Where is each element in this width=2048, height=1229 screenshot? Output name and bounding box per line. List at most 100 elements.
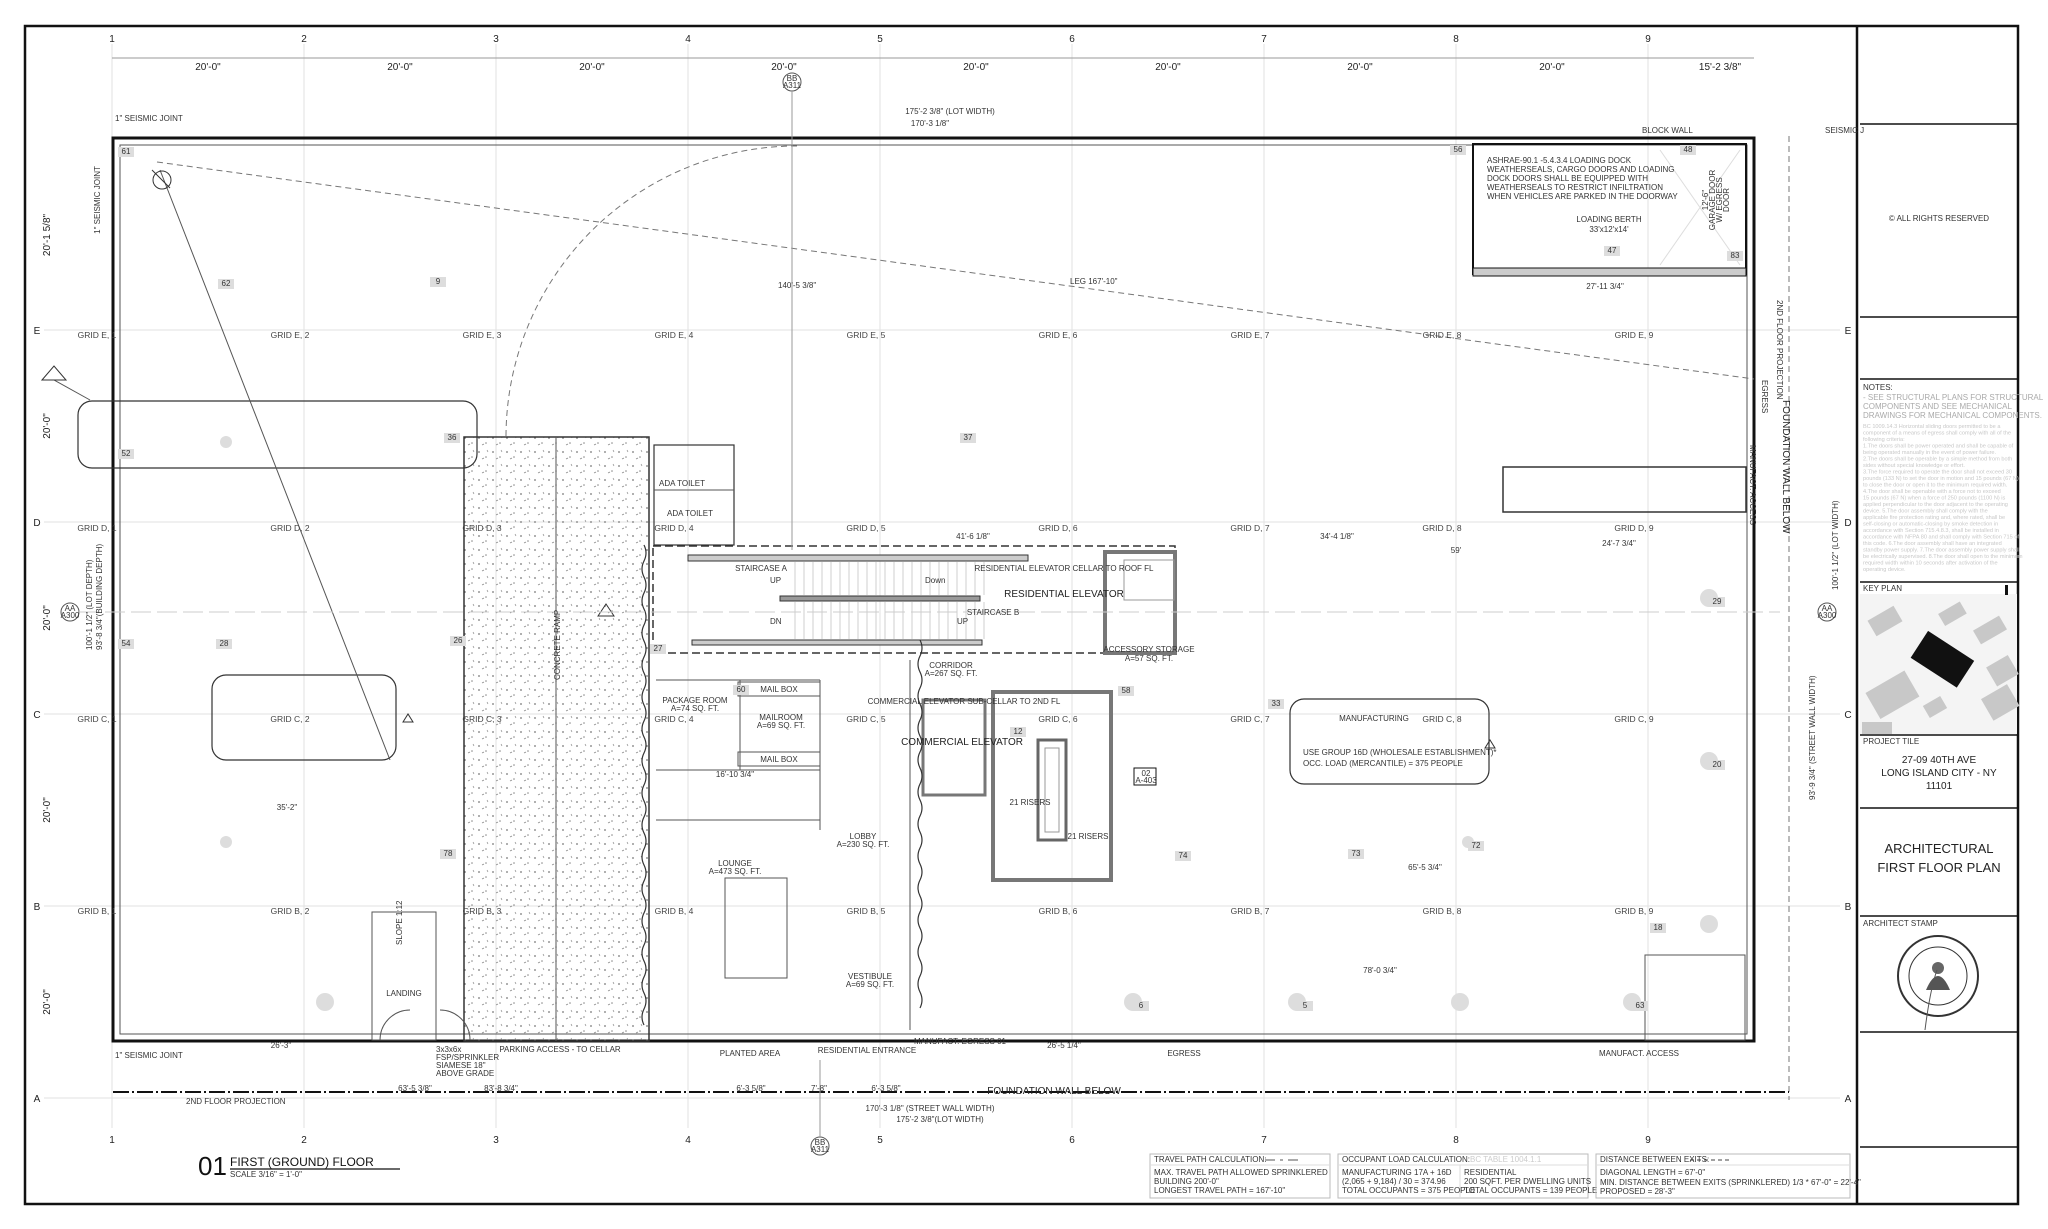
room-tag (1604, 246, 1620, 256)
key-plan-map (1860, 585, 2020, 734)
street-wall-bottom: 170'-3 1/8" (STREET WALL WIDTH) (866, 1104, 995, 1113)
grid-column-dimension: 20'-0" (1539, 62, 1565, 73)
siamese-note-line: SIAMESE 18" (436, 1061, 486, 1070)
package-room: PACKAGE ROOM (662, 696, 728, 705)
grid-cell-label: GRID E, 1 (78, 330, 117, 340)
revision-cloud (77, 400, 478, 469)
grid-cell-label: GRID B, 2 (271, 906, 310, 916)
loading-berth: LOADING BERTH (1576, 215, 1641, 224)
detail-ref (1133, 767, 1157, 786)
room-tag-number: 74 (1179, 851, 1188, 860)
egress-right: EGRESS (1760, 380, 1769, 413)
sheet-title-line: FIRST FLOOR PLAN (1877, 860, 2000, 875)
project-address-line: 11101 (1926, 781, 1953, 792)
sheet-title-line: ARCHITECTURAL (1884, 841, 1993, 856)
room-tag-number: 20 (1713, 760, 1722, 769)
grid-row-label: B (1845, 902, 1852, 913)
dim-26b: 26'-5 1/4" (1047, 1041, 1081, 1050)
notes-detail-line: standby power supply. 7.The door assembl… (1863, 548, 2020, 554)
manufact-access-bottom: MANUFACT. ACCESS (1599, 1049, 1679, 1058)
room-tag-number: 33 (1272, 699, 1281, 708)
stair-up: UP (770, 576, 781, 585)
travel-leg: LEG 167'-10" (1070, 277, 1118, 286)
grid-cell-label: GRID B, 8 (1423, 906, 1462, 916)
grid-cell-label: GRID B, 6 (1039, 906, 1078, 916)
grid-row-label: E (1845, 326, 1852, 337)
section-right-id: AA (1822, 604, 1833, 613)
section-bottom-id: BB (815, 1138, 826, 1147)
room-tag (960, 433, 976, 443)
grid-column-dimension: 20'-0" (963, 62, 989, 73)
notes-detail-line: component of a means of egress shall com… (1863, 431, 2011, 437)
grid-cell-label: GRID E, 3 (463, 330, 502, 340)
package-room-area: A=74 SQ. FT. (671, 704, 719, 713)
loading-dock-note: ASHRAE-90.1 -5.4.3.4 LOADING DOCKWEATHER… (1487, 156, 1678, 201)
room-tag (1650, 923, 1666, 933)
notes-detail-line: pounds (133 N) to set the door in motion… (1863, 476, 2019, 482)
room-tag-number: 56 (1454, 145, 1463, 154)
grid-column-label: 7 (1261, 1135, 1267, 1146)
dim-b63: 63'-5 3/8" (398, 1084, 432, 1093)
notes-detail-line: 3.The force required to operate the door… (1863, 470, 2012, 476)
grid-cell-label: GRID C, 9 (1614, 714, 1653, 724)
section-marker-bottom (810, 1060, 830, 1156)
dim-b7: 7'-8" (811, 1084, 827, 1093)
room-tag-number: 37 (964, 433, 973, 442)
room-tag-number: 83 (1731, 251, 1740, 260)
room-tag (444, 433, 460, 443)
notes-detail-line: 1.The doors shall be power operated and … (1863, 444, 2014, 450)
grid-column-label: 3 (493, 1135, 499, 1146)
room-tag (1348, 849, 1364, 859)
grid-row-label: C (33, 710, 40, 721)
loading-berth-size: 33'x12'x14' (1589, 225, 1629, 234)
manufact-access-right: MANUFACT. ACCESS (1748, 445, 1757, 525)
mailroom: MAILROOM (759, 713, 803, 722)
room-tag (1268, 699, 1284, 709)
staircase-a: STAIRCASE A (735, 564, 788, 573)
room-tag-number: 9 (436, 277, 441, 286)
foundation-wall-bottom: FOUNDATION WALL BELOW (987, 1086, 1121, 1097)
residential-elevator-note: RESIDENTIAL ELEVATOR CELLAR TO ROOF FL (974, 564, 1154, 573)
section-marker-right (1817, 602, 1837, 622)
egress-bottom: EGRESS (1167, 1049, 1200, 1058)
notes-detail-line: this code. 6.The door assembly shall hav… (1863, 541, 2002, 547)
room-tag-number: 29 (1713, 597, 1722, 606)
grid-cell-label: GRID C, 7 (1230, 714, 1269, 724)
lobby: LOBBY (850, 832, 877, 841)
dim-24: 24'-7 3/4" (1602, 539, 1636, 548)
drawing-number: 01 (198, 1151, 227, 1181)
grid-column-label: 5 (877, 1135, 883, 1146)
grid-column-label: 6 (1069, 34, 1075, 45)
use-group: USE GROUP 16D (WHOLESALE ESTABLISHMENT)* (1303, 748, 1497, 757)
room-tag-number: 12 (1014, 727, 1023, 736)
grid-cell-label: GRID D, 2 (270, 523, 309, 533)
grid-cell-label: GRID B, 5 (847, 906, 886, 916)
room-tag-number: 5 (1303, 1001, 1308, 1010)
section-marker-top (782, 72, 802, 550)
key-plan-label: KEY PLAN (1863, 584, 1902, 593)
detail-ref-sheet: A-403 (1135, 776, 1157, 785)
key-plan-site (1910, 630, 1975, 688)
garage-door-note-line: W/ EGRESS (1715, 177, 1724, 222)
section-marker-left (60, 602, 1780, 622)
residential-calc: TOTAL OCCUPANTS = 139 PEOPLE (1464, 1186, 1597, 1195)
room-tag (1297, 1001, 1313, 1011)
calculation-tables: TRAVEL PATH CALCULATION: MAX. TRAVEL PAT… (1149, 1153, 1861, 1199)
revision-cloud (1289, 698, 1490, 785)
grid-row-label: C (1844, 710, 1851, 721)
notes-detail-line: accordance with Section 715.4.8.3, shall… (1863, 528, 1999, 534)
grid-column-label: 2 (301, 1135, 307, 1146)
siamese-note-line: 3x3x6x (436, 1045, 461, 1054)
vestibule: VESTIBULE (848, 972, 892, 981)
lot-depth-right: 100'-1 1/2" (LOT WIDTH) (1831, 500, 1840, 590)
notes-detail-line: following criteria: (1863, 437, 1905, 443)
notes-detail-line: 15 pounds (67 N) when a force of 250 pou… (1863, 496, 2006, 502)
grid-column-label: 8 (1453, 1135, 1459, 1146)
grid-column-label: 1 (109, 1135, 115, 1146)
residential-entrance: RESIDENTIAL ENTRANCE (818, 1046, 916, 1055)
revision-cloud (211, 674, 397, 761)
seismic-joint-right: SEISMIC J (1825, 126, 1864, 135)
mail-box-2: MAIL BOX (760, 755, 798, 764)
